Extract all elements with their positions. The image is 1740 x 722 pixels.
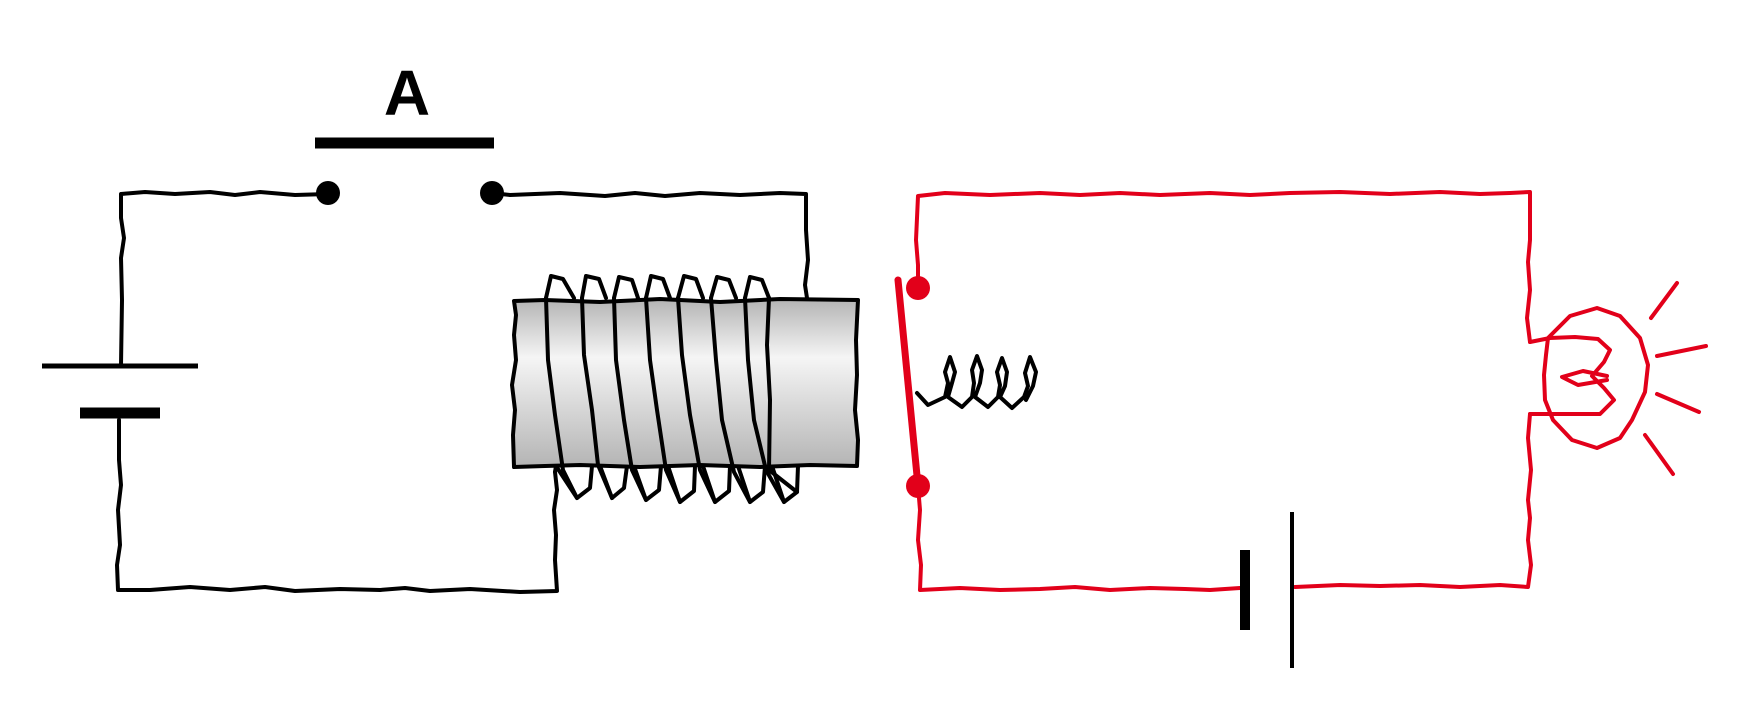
primary-circuit: A <box>42 57 810 594</box>
lamp-bulb-outline <box>1528 335 1616 416</box>
coil-back-loops <box>544 274 800 504</box>
lamp-ray-3 <box>1655 392 1701 414</box>
primary-wire-bottom <box>115 418 559 594</box>
secondary-wire-top[interactable] <box>914 190 1532 344</box>
electromagnet <box>510 274 860 504</box>
lamp-ray-4 <box>1643 433 1675 476</box>
upper-contact-point <box>906 276 930 300</box>
lamp <box>1528 281 1708 476</box>
secondary-battery <box>1240 512 1294 668</box>
coil-front-windings <box>544 296 799 504</box>
secondary-wire-left-bottom[interactable] <box>916 484 1242 592</box>
lamp-filament <box>1560 369 1609 387</box>
secondary-wire-right-bottom[interactable] <box>1293 412 1533 589</box>
lamp-ray-2 <box>1655 344 1708 358</box>
lower-contact-point <box>906 474 930 498</box>
switch-label: A <box>384 57 430 129</box>
switch-contact-right <box>480 181 504 205</box>
switch-contact-left <box>316 181 340 205</box>
secondary-circuit <box>894 190 1708 592</box>
relay-armature[interactable] <box>894 276 922 490</box>
primary-wire-right-top <box>490 191 810 300</box>
primary-wire-left-top <box>119 190 330 367</box>
lamp-ray-1 <box>1649 281 1679 320</box>
lamp-glass <box>1542 306 1650 450</box>
return-spring <box>915 354 1038 410</box>
